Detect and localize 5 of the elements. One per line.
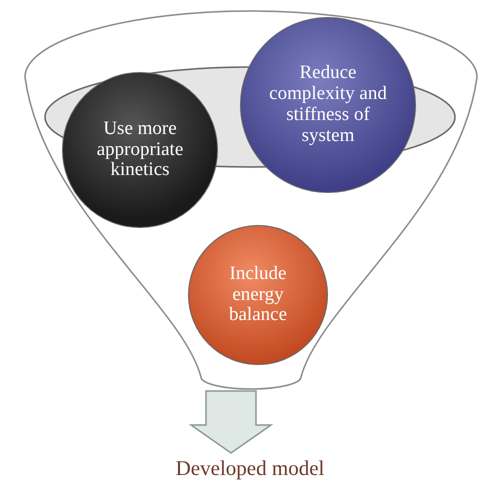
block-arrow [188,390,274,454]
circle-label: Use more appropriate kinetics [96,118,184,182]
output-label: Developed model [176,456,324,480]
circle-label: Include energy balance [228,264,288,326]
circle-label: Reduce complexity and stiffness of system [268,63,388,147]
